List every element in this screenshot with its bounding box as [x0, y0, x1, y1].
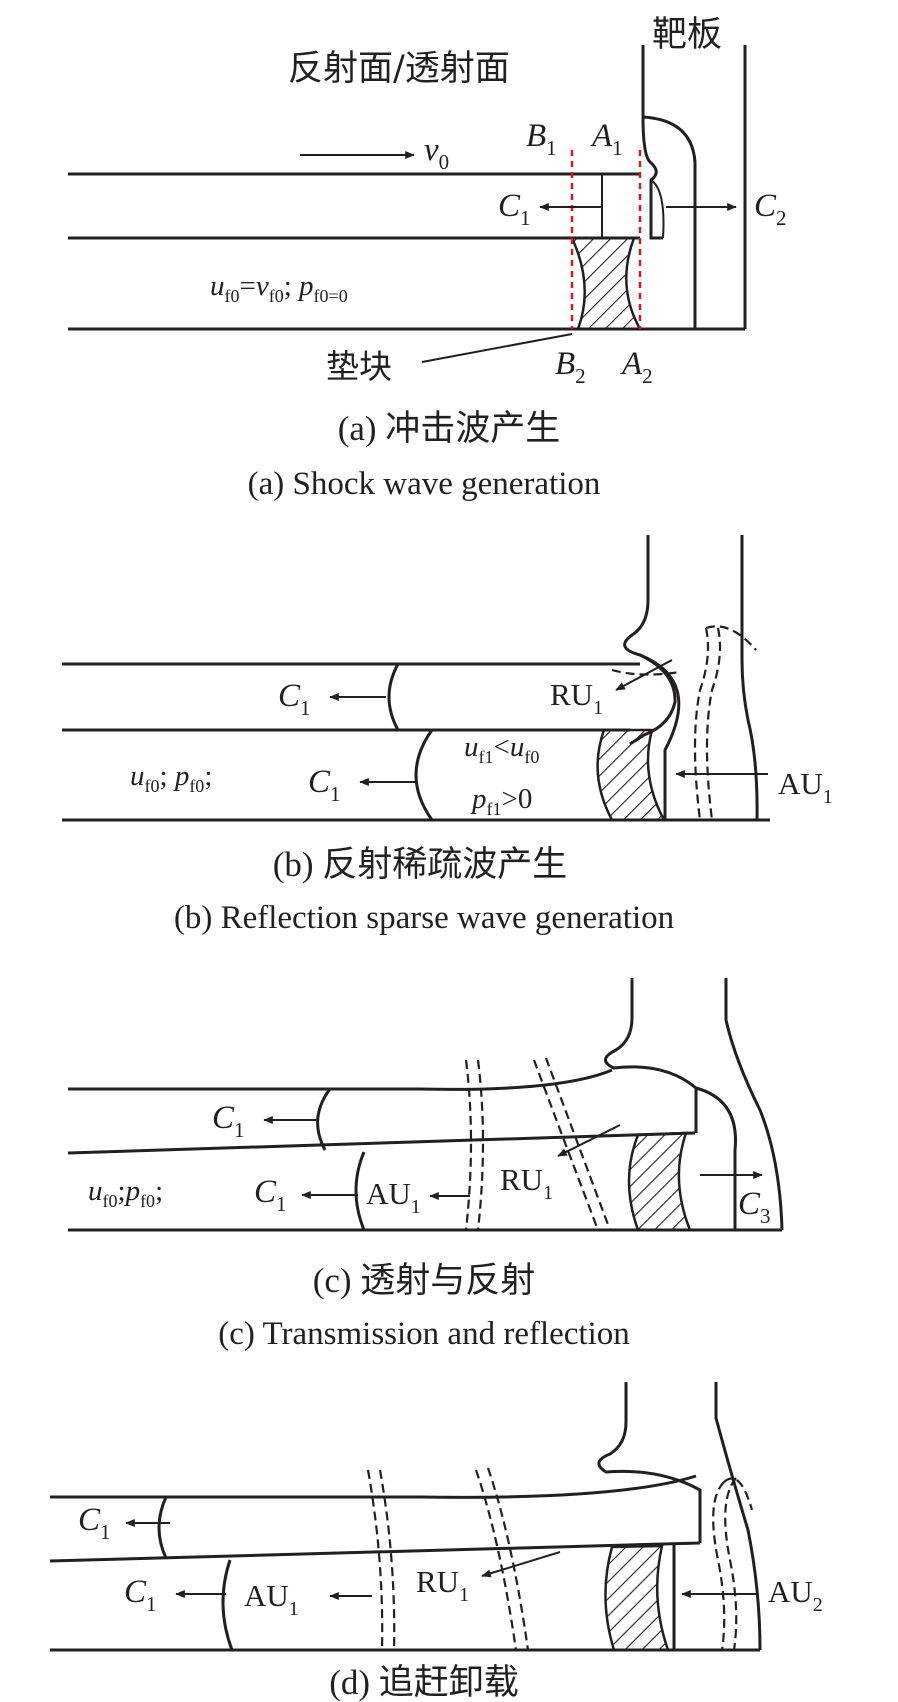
- pad-block: [596, 728, 667, 822]
- ru1-arrow: [481, 1551, 561, 1578]
- b2-label: B2: [555, 346, 586, 388]
- v0-label: v0: [424, 132, 449, 174]
- ru1-arrow: [557, 1124, 621, 1157]
- initial-state-label: uf0=vf0; pf0=0: [210, 270, 348, 306]
- panel-d: C1 C1 AU1 RU1 AU2 (d) 追赶卸载: [49, 1382, 823, 1702]
- caption-a-cn: (a) 冲击波产生: [338, 409, 561, 448]
- caption-b-en: (b) Reflection sparse wave generation: [174, 900, 674, 936]
- c1-bottom-label: C1: [308, 764, 341, 806]
- c2-label: C2: [754, 188, 787, 230]
- ru1-arrow: [615, 659, 673, 691]
- ru1-label: RU1: [416, 1564, 469, 1606]
- au1-label: AU1: [366, 1176, 421, 1218]
- pf1-relation-label: pf1>0: [470, 783, 532, 819]
- panel-b: C1 RU1 uf0; pf0; C1 uf1<uf0 pf1>0 AU1 (b…: [62, 535, 833, 936]
- c1-bottom-label: C1: [124, 1574, 157, 1616]
- release-wave-au1: [693, 627, 710, 821]
- c1-top-label: C1: [78, 1502, 111, 1544]
- a2-label: A2: [620, 346, 653, 388]
- c1-bottom-label: C1: [254, 1174, 287, 1216]
- target-plate: [623, 535, 677, 746]
- caption-b-cn: (b) 反射稀疏波产生: [273, 845, 568, 884]
- pad-label: 垫块: [326, 347, 392, 386]
- caption-a-en: (a) Shock wave generation: [248, 466, 601, 502]
- caption-c-en: (c) Transmission and reflection: [218, 1316, 630, 1352]
- target-plate: [597, 1382, 702, 1543]
- shock-front-c2: [642, 115, 697, 329]
- initial-state-label: uf0; pf0;: [130, 760, 212, 796]
- c1-top-label: C1: [212, 1100, 245, 1142]
- panel-c: C1 uf0;pf0; C1 AU1 RU1 C3 (c) 透射与反射 (c) …: [67, 978, 784, 1352]
- pad-block: [570, 236, 643, 331]
- release-wave-au1: [464, 1059, 473, 1231]
- target-plate: [604, 978, 698, 1133]
- ru1-label: RU1: [500, 1162, 553, 1204]
- au1-label: AU1: [244, 1578, 299, 1620]
- reflected-wave-ru1: [474, 1469, 518, 1651]
- ru1-label: RU1: [550, 677, 603, 719]
- au2-label: AU2: [768, 1574, 823, 1616]
- caption-d-cn: (d) 追赶卸载: [329, 1663, 519, 1702]
- release-wave-au2: [712, 1481, 726, 1651]
- panel-a: 反射面/透射面 靶板 v0 B1 A1 C1 C2 uf0=vf0; pf0=0…: [68, 15, 787, 502]
- target-plate: [641, 45, 663, 240]
- caption-c-cn: (c) 透射与反射: [313, 1261, 536, 1300]
- reflect-transmit-surface-label: 反射面/透射面: [288, 49, 510, 89]
- pad-block: [627, 1131, 692, 1232]
- uf1-relation-label: uf1<uf0: [464, 731, 539, 767]
- pad-block: [604, 1544, 670, 1652]
- c3-label: C3: [738, 1186, 771, 1228]
- b1-label: B1: [526, 118, 557, 160]
- a1-label: A1: [590, 118, 623, 160]
- reflected-wave-ru1: [532, 1059, 600, 1231]
- initial-state-label: uf0;pf0;: [88, 1175, 163, 1211]
- au1-label: AU1: [778, 766, 833, 808]
- c1-label: C1: [498, 188, 531, 230]
- target-plate-label: 靶板: [652, 15, 722, 55]
- c1-top-label: C1: [278, 678, 311, 720]
- pad-pointer: [421, 333, 573, 363]
